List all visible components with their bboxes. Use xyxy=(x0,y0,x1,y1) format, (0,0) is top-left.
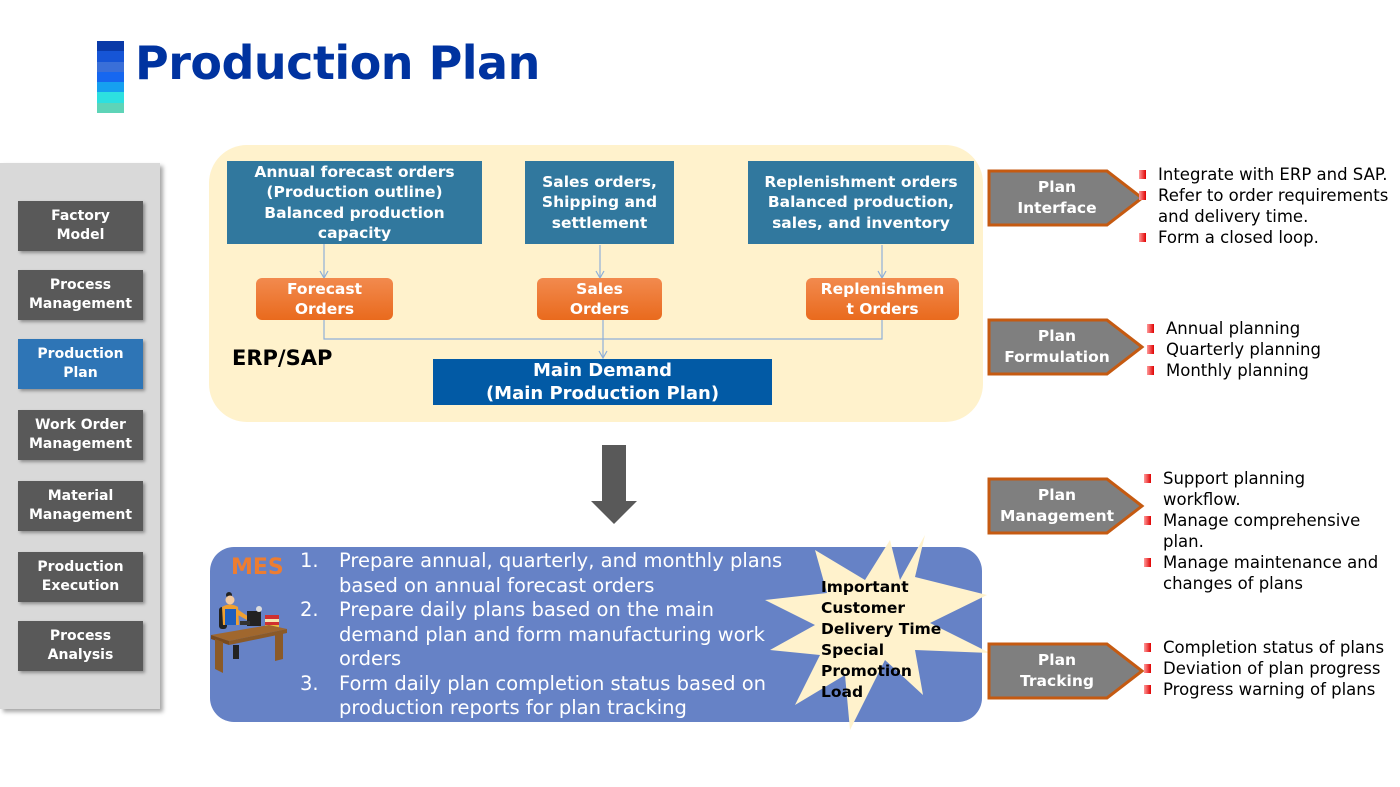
pentagon-arrow-icon xyxy=(987,477,1145,535)
source-box-text: Annual forecast orders(Production outlin… xyxy=(254,162,455,243)
erp-sap-label: ERP/SAP xyxy=(232,346,333,370)
mes-label: MES xyxy=(231,555,284,580)
pentagon-arrow-icon xyxy=(987,318,1145,376)
accent-stripe xyxy=(97,102,124,114)
down-arrow-icon xyxy=(591,445,637,524)
bullet-item: Quarterly planning xyxy=(1145,339,1321,360)
bullet-item: Form a closed loop. xyxy=(1137,227,1388,248)
step-number: 3. xyxy=(300,671,319,695)
accent-stripe xyxy=(97,82,124,93)
step-text: Prepare annual, quarterly, and monthly p… xyxy=(339,549,783,597)
bullet-item: Completion status of plans xyxy=(1142,637,1384,658)
step-number: 2. xyxy=(300,598,319,621)
plan-interface-bullets: Integrate with ERP and SAP.Refer to orde… xyxy=(1137,164,1388,248)
bullet-item: Integrate with ERP and SAP. xyxy=(1137,164,1388,185)
main-demand-box: Main Demand(Main Production Plan) xyxy=(433,359,772,405)
accent-stripe xyxy=(97,61,124,72)
mes-step: 1. Prepare annual, quarterly, and monthly… xyxy=(300,549,790,598)
pentagon-arrow-icon xyxy=(987,169,1145,227)
title-accent-bar xyxy=(97,41,124,114)
main-demand-text: Main Demand(Main Production Plan) xyxy=(485,360,720,404)
accent-stripe xyxy=(97,92,124,103)
source-box-annual-forecast: Annual forecast orders(Production outlin… xyxy=(227,161,482,244)
starburst-callout-icon xyxy=(765,535,990,730)
step-text: Form daily plan completion status based … xyxy=(339,671,766,720)
pentagon-arrow-icon xyxy=(987,642,1145,700)
accent-stripe xyxy=(97,51,124,62)
mes-step: 3. Form daily plan completion status base… xyxy=(300,672,790,721)
bullet-item: Annual planning xyxy=(1145,318,1321,339)
bullet-item: Deviation of plan progress xyxy=(1142,658,1384,679)
bullet-item: Progress warning of plans xyxy=(1142,679,1384,700)
office-worker-icon xyxy=(211,592,287,673)
accent-stripe xyxy=(97,71,124,83)
accent-stripe xyxy=(97,41,124,52)
step-number: 1. xyxy=(300,549,319,572)
bullet-item: Monthly planning xyxy=(1145,360,1321,381)
page-title: Production Plan xyxy=(135,36,540,90)
mes-steps-list: 1. Prepare annual, quarterly, and monthly… xyxy=(300,549,790,721)
